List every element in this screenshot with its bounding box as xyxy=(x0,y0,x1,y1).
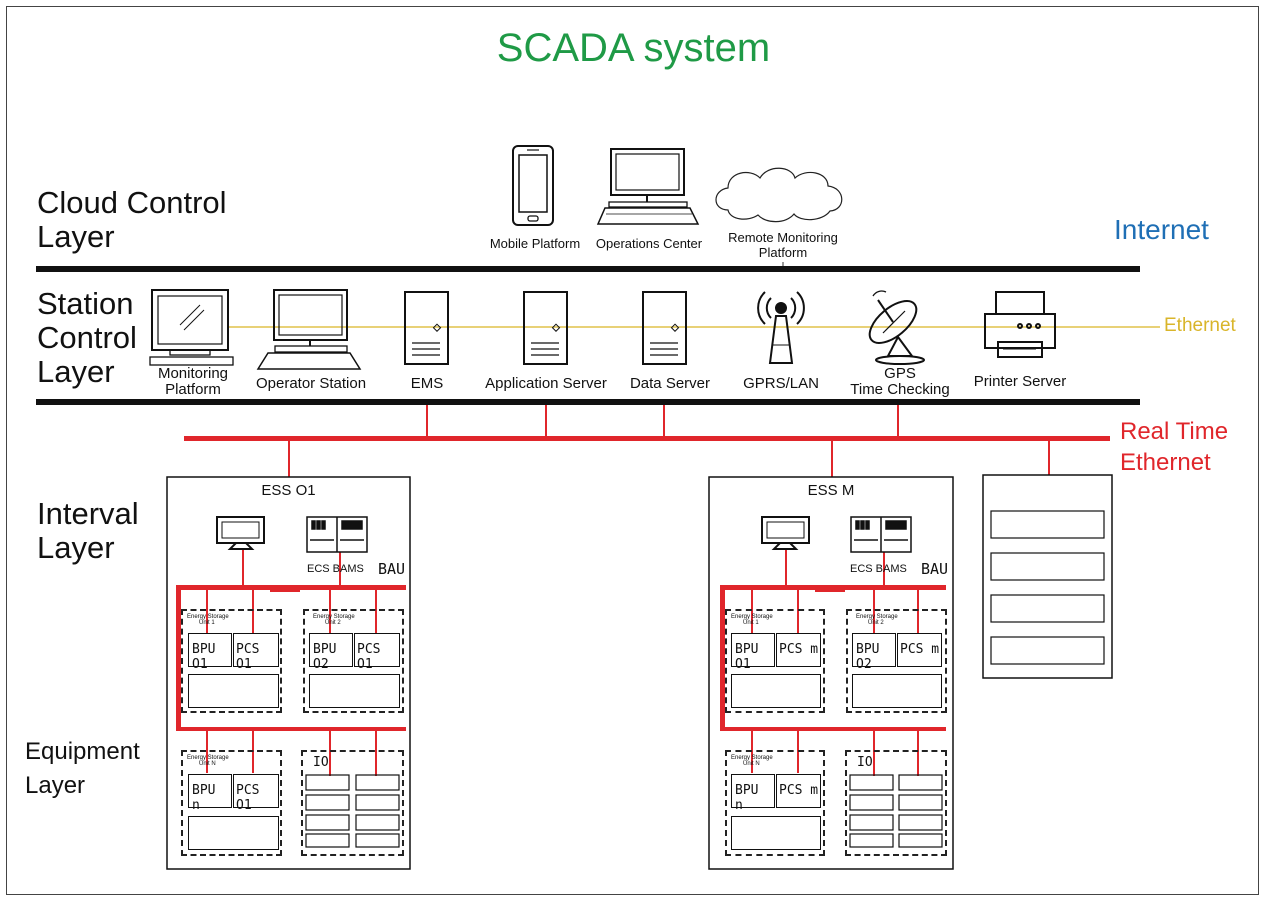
operations-computer-icon xyxy=(596,148,700,225)
mobile-platform-label: Mobile Platform xyxy=(489,236,581,251)
remote-cloud-shape xyxy=(715,167,843,223)
ess1-io-label: IO xyxy=(313,755,329,770)
gprs-antenna-icon xyxy=(757,291,805,364)
ess1-monitor-icon xyxy=(216,516,265,550)
essM-ecs-bams-label: ECS BAMS xyxy=(850,563,907,575)
ess1-bpuN-box: BPU n xyxy=(188,774,232,813)
gprs-lan-label: GPRS/LAN xyxy=(743,375,819,392)
application-server-icon xyxy=(523,291,568,365)
ethernet-label: Ethernet xyxy=(1164,315,1236,336)
ess1-unitN-slot xyxy=(188,816,279,850)
ess1-bpu1-box: BPU O1 xyxy=(188,633,232,672)
essM-io-slots xyxy=(849,774,943,848)
ess1-io-slots xyxy=(305,774,400,848)
ess1-bpu2-box: BPU O2 xyxy=(309,633,353,672)
diagram-frame xyxy=(6,6,1259,895)
mobile-phone-icon xyxy=(512,145,554,226)
essM-title: ESS M xyxy=(807,482,855,499)
essM-bams-icon xyxy=(850,516,912,553)
ess1-ecs-bams-label: ECS BAMS xyxy=(307,563,364,575)
ess1-pcs1-box: PCS O1 xyxy=(233,633,279,672)
realtime-drops xyxy=(288,405,1050,477)
ems-label: EMS xyxy=(410,375,444,392)
essM-monitor-icon xyxy=(761,516,810,550)
printer-server-label: Printer Server xyxy=(973,373,1067,390)
ess1-unit2-slot xyxy=(309,674,400,708)
station-bus xyxy=(36,399,1140,405)
application-server-label: Application Server xyxy=(485,375,607,392)
realtime-ethernet-bus xyxy=(184,436,1110,441)
essM-pcsN-box: PCS m xyxy=(776,774,821,808)
essM-unit1-slot xyxy=(731,674,821,708)
operations-center-label: Operations Center xyxy=(595,236,703,251)
essM-bpuN-box: BPU n xyxy=(731,774,775,813)
internet-bus xyxy=(36,266,1140,272)
operator-station-label: Operator Station xyxy=(255,375,367,392)
ess1-title: ESS O1 xyxy=(261,482,316,499)
essM-bau-label: BAU xyxy=(921,560,949,578)
ess1-bams-icon xyxy=(306,516,368,553)
essM-pcs1-box: PCS m xyxy=(776,633,821,667)
essM-bpu2-box: BPU O2 xyxy=(852,633,896,672)
internet-label: Internet xyxy=(1114,214,1209,245)
monitoring-platform-icon xyxy=(149,289,234,366)
gps-dish-icon xyxy=(868,290,925,365)
ess1-unit1-slot xyxy=(188,674,279,708)
diagram-title: SCADA system xyxy=(496,26,771,70)
essM-unitN-slot xyxy=(731,816,821,850)
essM-io-box: IO xyxy=(845,750,947,856)
rack-cabinet xyxy=(982,474,1113,679)
ess1-pcsN-box: PCS O1 xyxy=(233,774,279,813)
ess1-io-box: IO xyxy=(301,750,404,856)
ess1-cabinet xyxy=(166,476,411,870)
essM-cabinet xyxy=(708,476,954,870)
essM-pcs2-box: PCS m xyxy=(897,633,942,667)
data-server-label: Data Server xyxy=(629,375,711,392)
data-server-icon xyxy=(642,291,687,365)
ess1-pcs2-box: PCS O1 xyxy=(354,633,400,672)
ess1-bau-label: BAU xyxy=(378,560,406,578)
essM-io-label: IO xyxy=(857,755,873,770)
printer-icon xyxy=(984,291,1056,358)
operator-station-icon xyxy=(256,289,362,370)
essM-unit2-slot xyxy=(852,674,942,708)
essM-bpu1-box: BPU O1 xyxy=(731,633,775,672)
ems-server-icon xyxy=(404,291,449,365)
